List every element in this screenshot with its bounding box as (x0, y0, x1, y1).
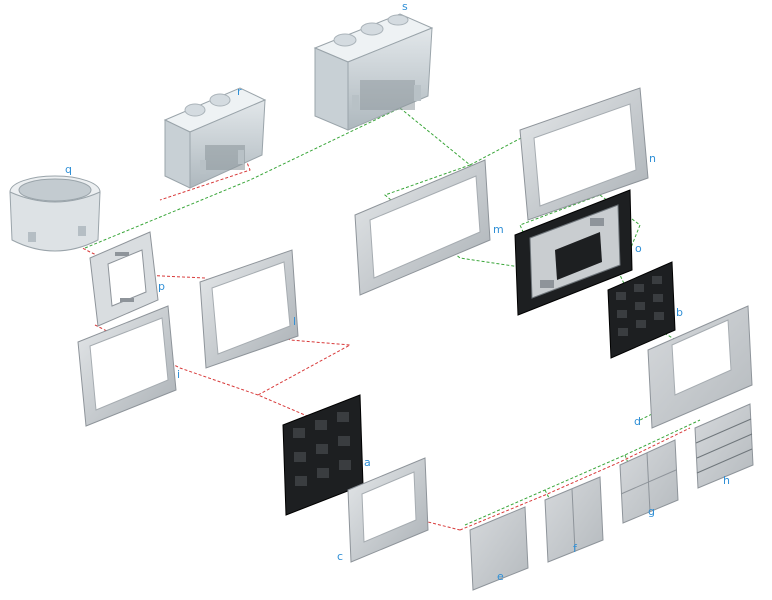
label-q: q (65, 163, 72, 176)
label-c: c (337, 550, 343, 563)
label-r: r (237, 85, 242, 98)
label-s: s (402, 0, 408, 13)
label-o: o (635, 242, 642, 255)
cover-frame-c (347, 457, 429, 563)
label-f: f (573, 542, 578, 555)
round-flush-box-q (9, 175, 101, 252)
control-module-b (607, 261, 676, 359)
label-i: i (177, 368, 180, 381)
mounting-frame-p (89, 231, 159, 327)
label-d: d (634, 415, 641, 428)
cover-frame-n (519, 87, 649, 221)
label-e: e (497, 570, 504, 583)
rectangular-box-r (163, 87, 267, 189)
cover-frame-l (199, 249, 299, 369)
cover-frame-m (354, 159, 491, 296)
part-labels: a b c d e f g h i l m n o p q r s (65, 0, 730, 583)
control-module-a (282, 394, 364, 516)
label-p: p (158, 280, 165, 293)
rocker-plate-e (469, 506, 529, 591)
rectangular-box-s (313, 13, 434, 131)
rocker-plate-g (619, 439, 679, 524)
rocker-plate-h (694, 403, 754, 489)
label-g: g (648, 505, 655, 518)
cover-frame-i (77, 305, 177, 427)
support-frame-o (514, 189, 633, 316)
label-n: n (649, 152, 656, 165)
label-b: b (676, 306, 683, 319)
label-m: m (493, 223, 504, 236)
rocker-plate-f (544, 476, 604, 563)
label-l: l (293, 315, 296, 328)
label-h: h (723, 474, 730, 487)
cover-plate-d (647, 305, 753, 429)
label-a: a (364, 456, 371, 469)
